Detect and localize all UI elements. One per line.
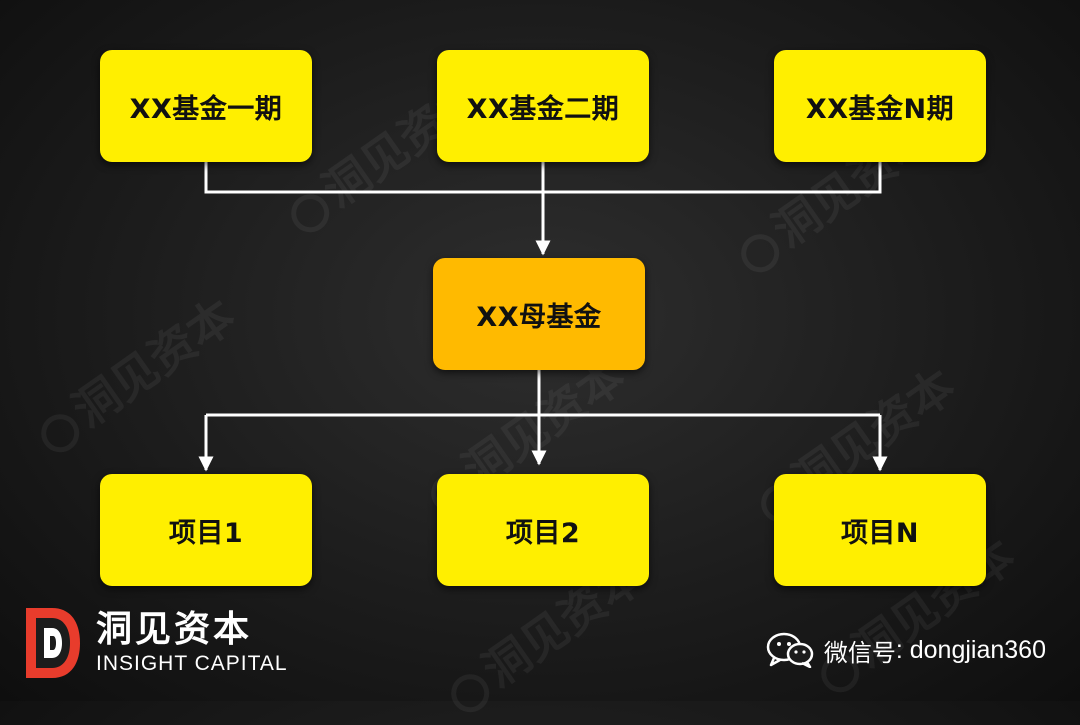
brand-subtitle: INSIGHT CAPITAL (96, 652, 288, 675)
node-project-n: 项目N (774, 474, 986, 586)
node-label: 项目2 (505, 517, 581, 549)
node-label: XX基金一期 (129, 93, 283, 125)
node-parent-fund: XX母基金 (433, 258, 645, 370)
wechat-id: dongjian360 (909, 635, 1046, 664)
wechat-separator: : (895, 635, 910, 664)
node-fund-phase-2: XX基金二期 (437, 50, 649, 162)
wechat-icon (766, 632, 814, 668)
diagram-canvas: 洞见资本 洞见资本 洞见资本 洞见资本 洞见资本 洞见资本 洞见资本 XX基金一… (22, 50, 1046, 720)
node-project-1: 项目1 (100, 474, 312, 586)
node-label: 项目N (840, 517, 920, 549)
node-project-2: 项目2 (437, 474, 649, 586)
node-label: 项目1 (168, 517, 244, 549)
watermark-logo-icon (33, 406, 87, 460)
merge-connector (204, 162, 882, 194)
wechat-account: 微信号: dongjian360 (766, 630, 1046, 670)
wechat-label: 微信号 (823, 638, 896, 667)
dongjian-logo-icon (26, 608, 80, 678)
brand-text: 洞见资本 INSIGHT CAPITAL (96, 609, 288, 677)
node-label: XX基金二期 (466, 93, 620, 125)
watermark-logo-icon (733, 226, 787, 280)
node-fund-phase-1: XX基金一期 (100, 50, 312, 162)
watermark-logo-icon (283, 186, 337, 240)
watermark-logo-icon (443, 666, 497, 720)
node-label: XX母基金 (476, 301, 602, 333)
brand-block: 洞见资本 INSIGHT CAPITAL (22, 604, 288, 682)
node-label: XX基金N期 (805, 93, 955, 125)
node-fund-phase-n: XX基金N期 (774, 50, 986, 162)
brand-name: 洞见资本 (96, 609, 253, 650)
watermark: 洞见资本 (22, 281, 247, 466)
